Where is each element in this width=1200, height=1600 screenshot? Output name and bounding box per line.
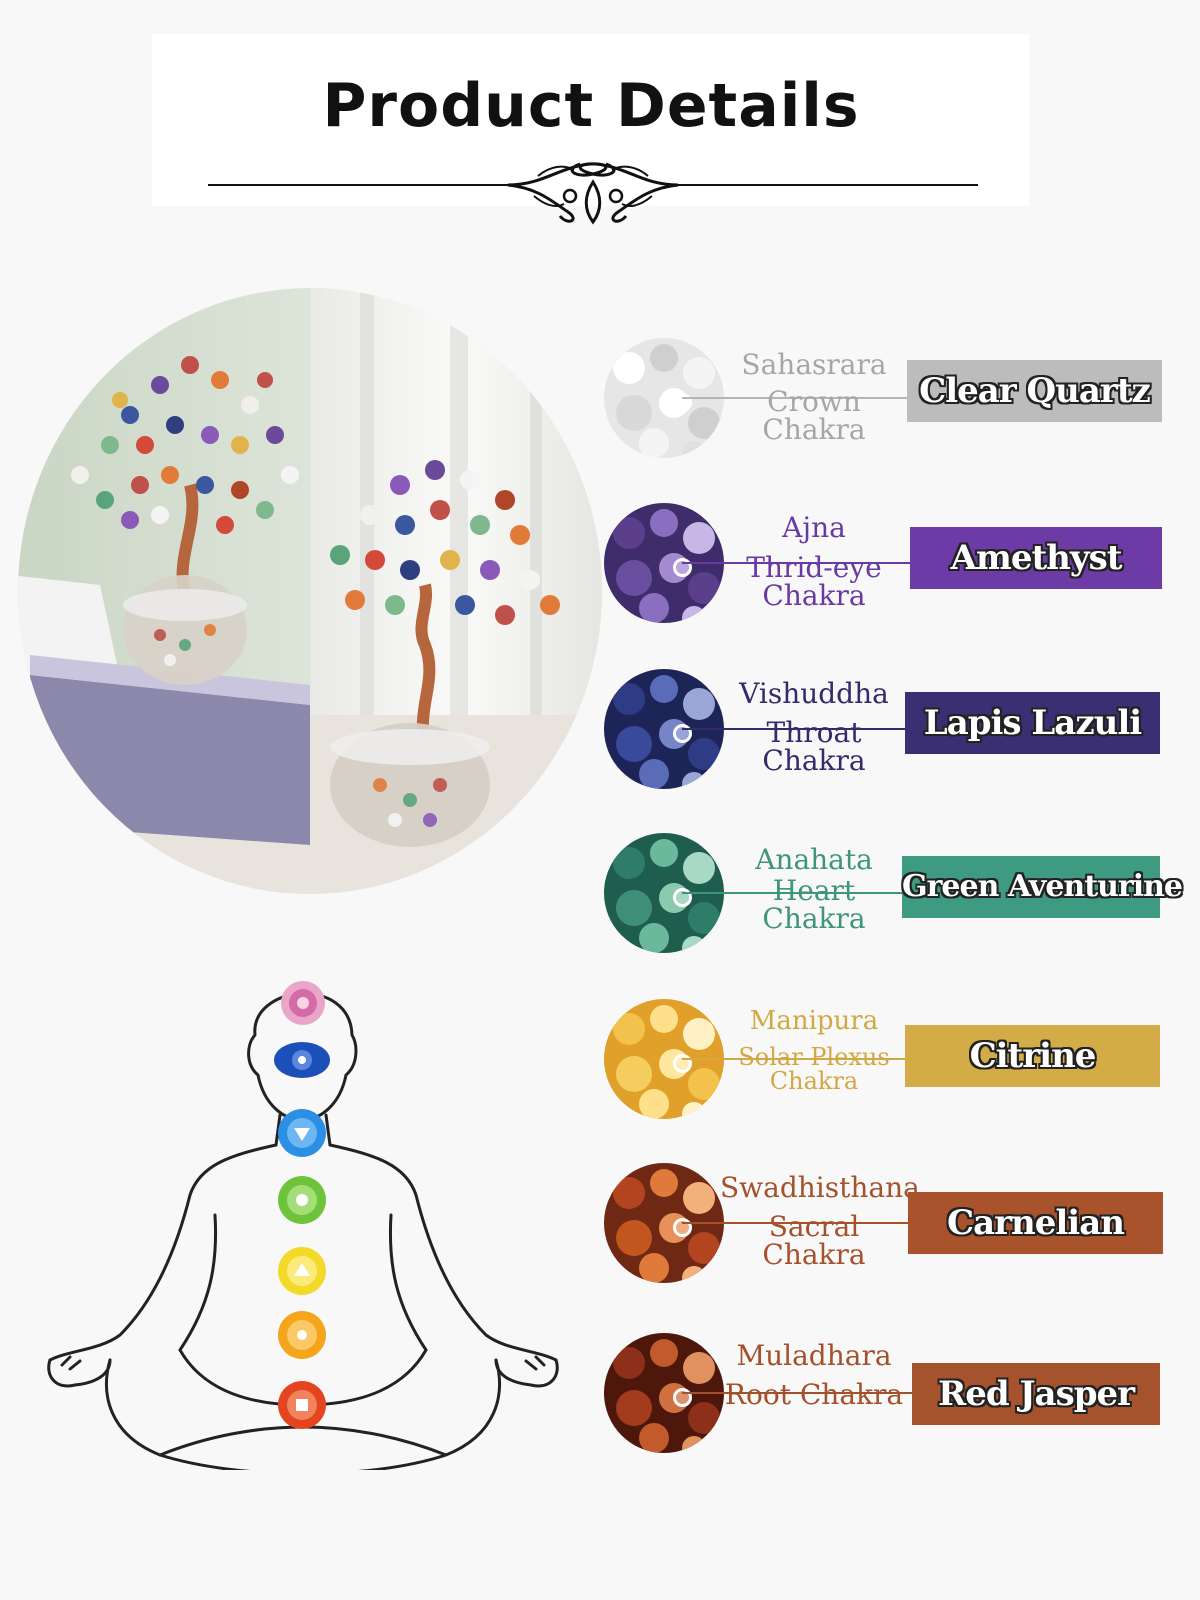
chakra-name: Anahata (755, 843, 873, 876)
chakra-name: Manipura (749, 1006, 879, 1036)
carnelian-stone-image (604, 1163, 724, 1283)
meditation-figure-icon (47, 981, 559, 1470)
stone-label-green-aventurine: Green Aventurine (902, 856, 1183, 918)
chakra-name: Vishuddha (739, 677, 889, 710)
chakra-sub: Chakra (762, 579, 866, 613)
chakra-sub: Crown Chakra (762, 384, 866, 447)
chakra-sub: Thrid-eye (746, 550, 882, 584)
stone-row-carnelian: Swadhisthana Sacral Chakra Carnelian (600, 1160, 1180, 1290)
stone-row-clear-quartz: Sahasrara Crown Chakra Clear Quartz (600, 335, 1180, 465)
chakra-sub: Root Chakra (724, 1377, 904, 1411)
ornamental-divider-icon (208, 162, 978, 225)
header-banner: Product Details (152, 34, 1030, 225)
chakra-sub: Solar Plexus (738, 1042, 890, 1071)
chakra-name: Sahasrara (741, 348, 887, 381)
clear-quartz-stone-image (604, 338, 724, 458)
chakra-name: Muladhara (736, 1339, 892, 1372)
stone-label-clear-quartz: Clear Quartz (907, 360, 1162, 422)
stone-label-lapis-lazuli: Lapis Lazuli (905, 692, 1160, 754)
page-title: Product Details (322, 71, 860, 141)
chakra-sub: Heart Chakra (762, 873, 866, 936)
gemstone-tree-photo (18, 288, 602, 894)
stone-label-amethyst: Amethyst (910, 527, 1162, 589)
stone-label-citrine: Citrine (905, 1025, 1160, 1087)
stone-row-citrine: Manipura Solar Plexus Chakra Citrine (600, 996, 1180, 1126)
stone-row-lapis-lazuli: Vishuddha Throat Chakra Lapis Lazuli (600, 666, 1180, 796)
stone-label-carnelian: Carnelian (908, 1192, 1163, 1254)
stone-row-green-aventurine: Anahata Heart Chakra Green Aventurine (600, 830, 1183, 960)
stone-row-amethyst: Ajna Thrid-eye Chakra Amethyst (600, 500, 1180, 630)
chakra-sub: Chakra (769, 1066, 859, 1095)
chakra-name: Swadhisthana (720, 1171, 920, 1204)
chakra-sub: Throat Chakra (762, 715, 866, 778)
chakra-sub: Sacral Chakra (762, 1209, 866, 1272)
stone-row-red-jasper: Muladhara Root Chakra Red Jasper (600, 1330, 1180, 1460)
stone-label-red-jasper: Red Jasper (912, 1363, 1160, 1425)
chakra-name: Ajna (782, 511, 846, 544)
